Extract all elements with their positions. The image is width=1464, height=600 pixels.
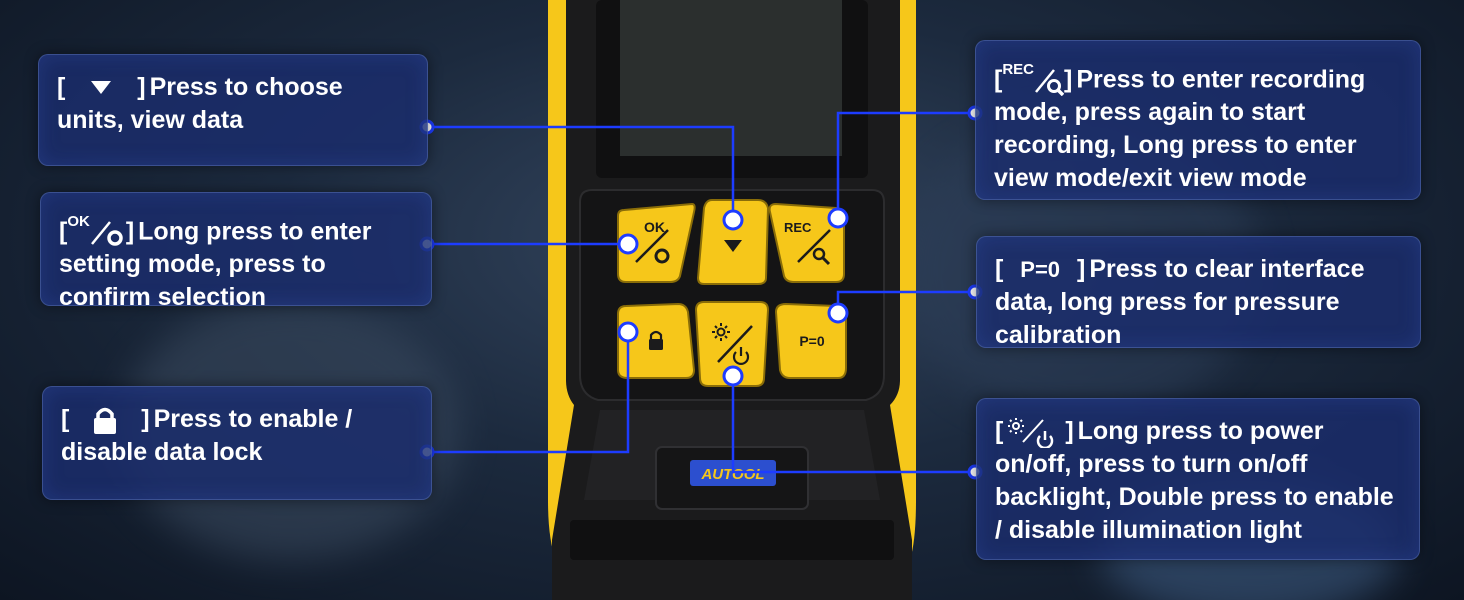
callout-rec-key: [REC] Press to enter recording mode, pre… <box>975 40 1421 200</box>
lock-icon <box>649 330 663 350</box>
bracket-close: ] <box>1065 417 1074 445</box>
lock-icon <box>94 408 117 435</box>
callout-key-rec: [REC] <box>994 57 1072 96</box>
callout-ok-key: [OK] Long press to enter setting mode, p… <box>40 192 432 311</box>
connector-pzero <box>836 290 975 313</box>
rec-key-label: REC <box>784 220 812 235</box>
down-triangle-icon <box>91 81 112 95</box>
power-icon <box>732 347 750 365</box>
bracket-open: [ <box>994 65 1003 94</box>
callout-power-text: Long press to power on/off, press to tur… <box>995 417 1394 545</box>
autool-logo-text: AUTOOL <box>700 466 764 483</box>
bracket-open: [ <box>995 417 1004 445</box>
callout-lock-text: Press to enable / disable data lock <box>61 405 353 466</box>
bracket-open: [ <box>995 255 1004 283</box>
bracket-open: [ <box>57 73 66 101</box>
connector-lock <box>427 332 630 454</box>
pzero-key-text: P=0 <box>1020 257 1061 282</box>
light-power-key[interactable] <box>694 301 770 387</box>
ok-settings-key[interactable]: OK <box>617 202 696 283</box>
bracket-open: [ <box>59 217 68 246</box>
bracket-close: ] <box>1077 255 1086 283</box>
callout-key-pzero: [ P=0 ] <box>995 253 1085 286</box>
bracket-open: [ <box>61 405 70 433</box>
search-icon <box>812 247 831 266</box>
callout-rec-text: Press to enter recording mode, press aga… <box>994 65 1366 193</box>
rec-search-key[interactable]: REC <box>768 202 845 283</box>
bracket-close: ] <box>141 405 150 433</box>
callout-power-key: [ ] Long press to power on/off, press to… <box>976 398 1420 560</box>
gear-icon <box>654 248 670 264</box>
bracket-close: ] <box>125 217 135 246</box>
callout-lock-key: [ ] Press to enable / disable data lock <box>42 386 432 500</box>
lock-key[interactable] <box>617 302 696 379</box>
sun-icon <box>712 323 730 341</box>
down-triangle-icon <box>724 240 742 252</box>
pzero-key-label: P=0 <box>799 333 825 349</box>
callout-key-lock: [ ] <box>61 403 150 436</box>
down-key[interactable] <box>696 199 770 285</box>
connector-rec <box>836 111 975 218</box>
ok-key-label: OK <box>644 219 665 235</box>
sun-power-icon <box>1008 418 1054 449</box>
ok-superscript: OK <box>67 213 90 230</box>
gear-icon <box>90 220 123 246</box>
bracket-close: ] <box>1064 65 1073 94</box>
callout-pzero-text: Press to clear interface data, long pres… <box>995 255 1365 349</box>
search-icon <box>1035 68 1064 96</box>
callout-key-down: [ ] <box>57 71 146 104</box>
callout-down-key: [ ] Press to choose units, view data <box>38 54 428 166</box>
connector-power <box>731 376 975 474</box>
callout-down-text: Press to choose units, view data <box>57 73 343 134</box>
callout-pzero-key: [ P=0 ] Press to clear interface data, l… <box>976 236 1421 349</box>
rec-superscript: REC <box>1002 61 1034 78</box>
connector-down <box>427 125 735 220</box>
callout-key-power: [ ] <box>995 415 1074 449</box>
bracket-close: ] <box>137 73 146 101</box>
callout-key-ok: [OK] <box>59 209 134 248</box>
callout-ok-text: Long press to enter setting mode, press … <box>59 217 372 312</box>
